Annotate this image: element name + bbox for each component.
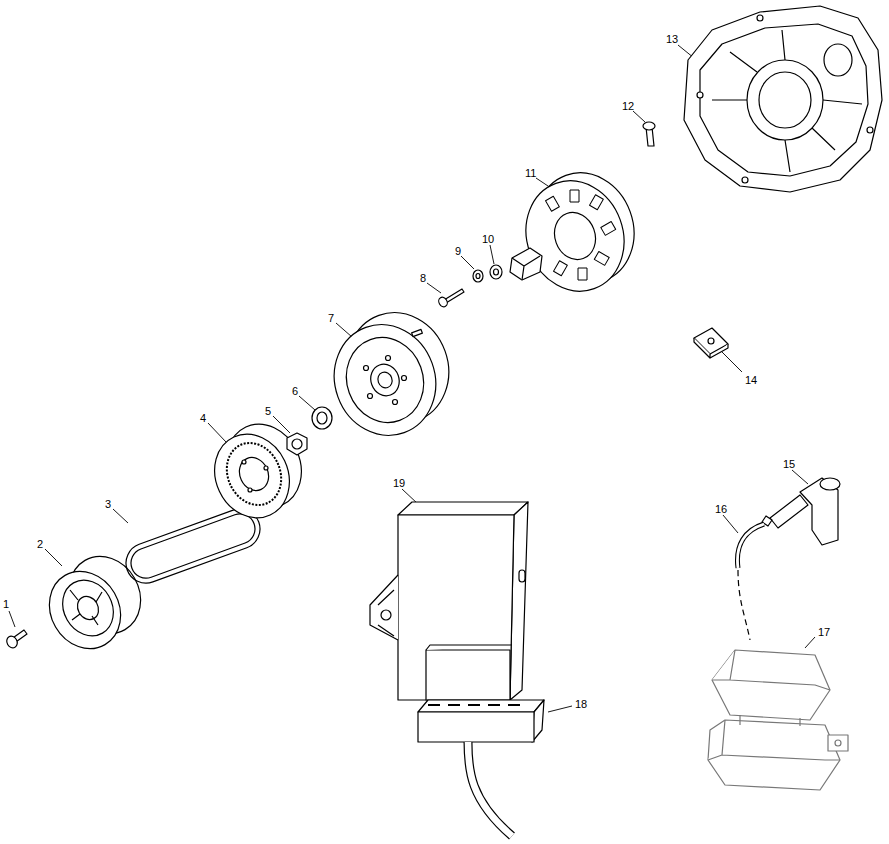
callout-number: 4: [200, 412, 206, 424]
callout-number: 12: [622, 100, 634, 112]
callout-number: 11: [525, 167, 536, 179]
washer: [312, 407, 332, 429]
gear-pulley: [201, 412, 315, 530]
spark-plug-cap: [762, 478, 840, 545]
callout-number: 17: [818, 626, 830, 638]
drive-belt: [120, 503, 265, 588]
callout-number: 3: [105, 498, 111, 510]
bolt: [5, 630, 27, 650]
callout-number: 10: [482, 233, 494, 245]
lock-washer: [473, 270, 483, 282]
leader-lines: [9, 45, 815, 712]
stator: [510, 159, 649, 305]
engine-housing: [684, 6, 882, 192]
callout-number: 8: [420, 272, 426, 284]
callout-number: 7: [328, 312, 334, 324]
callout-number: 9: [455, 245, 461, 257]
callout-number: 14: [745, 374, 757, 386]
callout-number: 16: [715, 503, 727, 515]
callout-number: 2: [37, 538, 43, 550]
callout-number: 6: [292, 385, 298, 397]
wire-connector: [418, 700, 544, 836]
callout-number: 19: [393, 477, 405, 489]
flywheel: [319, 298, 464, 449]
callout-number: 15: [783, 458, 795, 470]
callout-number: 18: [575, 698, 587, 710]
washer: [490, 265, 502, 279]
bolt: [643, 122, 655, 146]
drive-pulley: [36, 543, 155, 661]
callout-number: 5: [265, 405, 271, 417]
nut: [287, 433, 307, 455]
control-unit: [370, 502, 528, 700]
callout-number: 1: [3, 598, 9, 610]
ignition-wire: [737, 524, 764, 640]
ignition-coil: [708, 650, 848, 790]
bolt: [437, 289, 464, 308]
callout-number: 13: [666, 33, 678, 45]
clip-nut: [694, 328, 728, 358]
